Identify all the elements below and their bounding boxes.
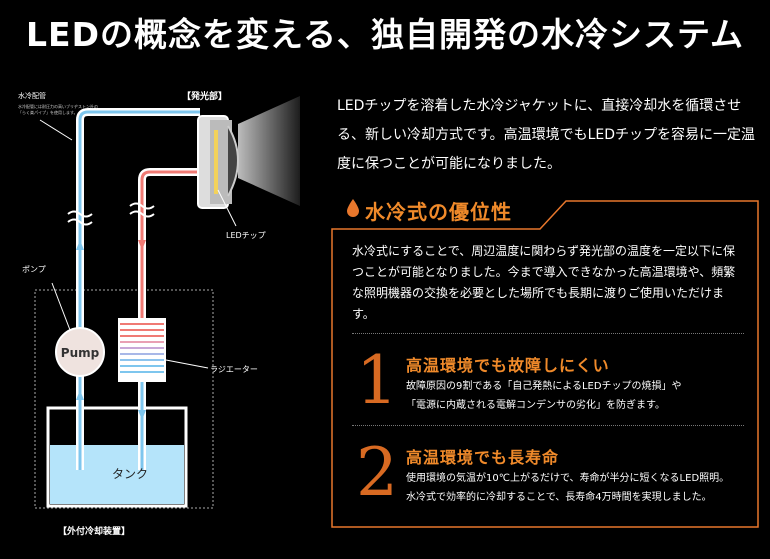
divider [352, 425, 744, 426]
radiator-fins [120, 323, 164, 373]
point-number-2: 2 [356, 434, 398, 511]
water-drop-icon [347, 199, 359, 217]
water-pipe-note-1: 水冷配管には耐圧力の高いブリヂストン社の [18, 103, 98, 109]
tank-water [50, 445, 184, 504]
page-title: LEDの概念を変える、独自開発の水冷システム [26, 15, 744, 54]
pipe-break-right [129, 202, 155, 218]
advantage-panel [331, 200, 759, 528]
point-desc-2-line2: 水冷式で効率的に冷却することで、長寿命4万時間を実現しました。 [406, 492, 712, 503]
pump-label: ポンプ [22, 265, 46, 274]
point-desc-1-line2: 「電源に内蔵される電解コンデンサの劣化」を防ぎます。 [406, 400, 665, 411]
pump [55, 327, 105, 377]
point-title-1: 高温環境でも故障しにくい [406, 356, 610, 375]
point-title-2: 高温環境でも長寿命 [406, 448, 560, 467]
cooling-system-diagram: Pump 水冷配管 水冷配管には耐圧力の高いブリヂストン社の 「らく楽パイプ」を… [18, 90, 300, 537]
intro-text: LEDチップを溶着した水冷ジャケットに、直接冷却水を循環させる、新しい冷却方式で… [337, 98, 756, 172]
advantage-description: 水冷式にすることで、周辺温度に関わらず発光部の温度を一定以下に保つことが可能とな… [352, 244, 736, 321]
pipe-break-left [67, 210, 93, 226]
light-beam [238, 96, 300, 206]
external-unit-label: 【外付冷却装置】 [58, 525, 130, 537]
point-number-1: 1 [356, 342, 398, 419]
water-pipe-note-2: 「らく楽パイプ」を使用します。 [18, 109, 78, 115]
tank [46, 406, 188, 508]
water-pipe-label: 水冷配管 [18, 91, 46, 100]
external-unit-frame [34, 289, 214, 509]
point-desc-1-line1: 故障原因の9割である「自己発熱によるLEDチップの焼損」や [406, 381, 682, 392]
led-chip-label: LEDチップ [226, 231, 266, 240]
tank-label: タンク [112, 467, 148, 481]
point-desc-2-line1: 使用環境の気温が10℃上がるだけで、寿命が半分に短くなるLED照明。 [406, 473, 730, 484]
led-unit [197, 115, 239, 209]
light-unit-label: 【発光部】 [182, 90, 227, 102]
pump-text: Pump [61, 346, 100, 360]
divider [352, 333, 744, 334]
radiator-label: ラジエーター [210, 365, 258, 374]
advantage-title: 水冷式の優位性 [365, 200, 512, 224]
